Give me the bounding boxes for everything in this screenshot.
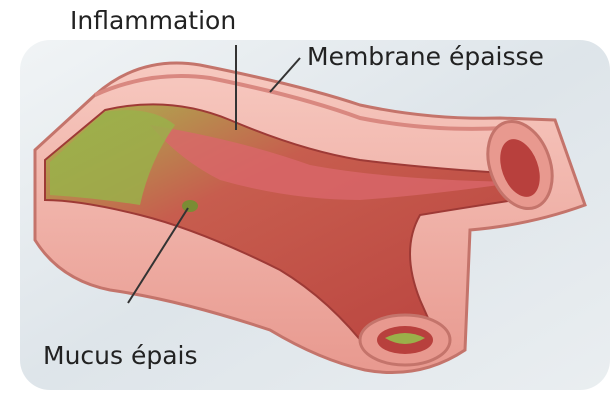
inflammation-label: Inflammation [70,8,236,33]
membrane-label: Membrane épaisse [307,44,544,69]
mucus-label: Mucus épais [43,343,198,368]
mucus-dot [182,200,198,212]
